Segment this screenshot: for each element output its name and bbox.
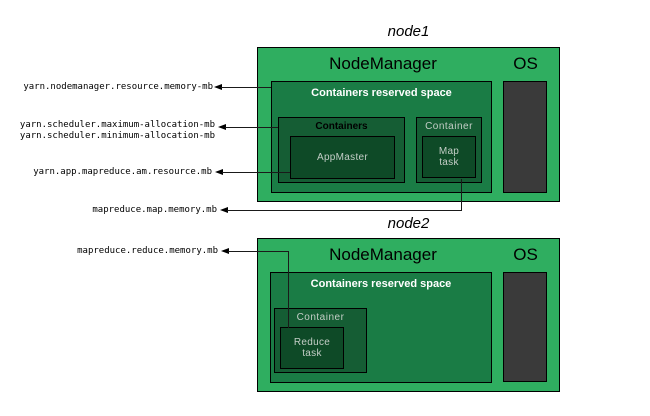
label-mapreduce-map-memory-mb: mapreduce.map.memory.mb: [92, 205, 217, 215]
label-yarn-scheduler-min-allocation-mb: yarn.scheduler.minimum-allocation-mb: [19, 131, 215, 141]
node1-appmaster-label: AppMaster: [316, 152, 369, 163]
node1-os-memory-rect: [503, 81, 547, 193]
node2-nodemanager-box: NodeManager OS Containers reserved space…: [257, 238, 560, 392]
node2-container-label: Container: [296, 312, 345, 323]
node2-reserved-space-label: Containers reserved space: [310, 278, 452, 290]
label-yarn-scheduler-max-allocation-mb: yarn.scheduler.maximum-allocation-mb: [19, 120, 215, 130]
node1-title: node1: [387, 23, 430, 40]
node1-containers-box: Containers AppMaster: [278, 117, 405, 183]
map-task-line1: Map: [438, 146, 460, 157]
node2-container-box: Container Reduce task: [274, 308, 367, 373]
node1-nodemanager-label: NodeManager: [329, 54, 437, 73]
node2-os-label: OS: [513, 245, 538, 264]
arrow-line-scheduler: [225, 127, 278, 128]
arrow-line-reduce-memory-h: [228, 251, 289, 252]
arrow-head-scheduler-icon: [218, 124, 226, 130]
label-mapreduce-reduce-memory-mb: mapreduce.reduce.memory.mb: [77, 246, 218, 256]
arrow-head-nm-memory-icon: [214, 84, 222, 90]
node1-appmaster-box: AppMaster: [290, 136, 395, 179]
arrow-line-map-memory-h: [227, 210, 462, 211]
node1-map-container-box: Container Map task: [416, 117, 482, 183]
node2-containers-reserved-space-box: Containers reserved space Container Redu…: [270, 272, 492, 383]
label-yarn-app-mapreduce-am-resource-mb: yarn.app.mapreduce.am.resource.mb: [33, 167, 212, 177]
arrow-line-nm-memory: [221, 87, 271, 88]
arrow-line-am-resource: [222, 172, 290, 173]
arrow-line-reduce-memory-v: [288, 252, 289, 328]
node1-container-label: Container: [425, 121, 473, 132]
node1-reserved-space-label: Containers reserved space: [311, 87, 452, 99]
node1-os-label: OS: [513, 54, 538, 73]
node1-containers-reserved-space-box: Containers reserved space Containers App…: [271, 81, 492, 193]
node2-title: node2: [387, 215, 430, 232]
node2-os-memory-rect: [503, 272, 547, 382]
node1-nodemanager-box: NodeManager OS Containers reserved space…: [257, 47, 560, 202]
label-yarn-nodemanager-resource-memory-mb: yarn.nodemanager.resource.memory-mb: [23, 82, 213, 92]
node2-reduce-task-box: Reduce task: [280, 327, 344, 369]
arrow-line-map-memory-v: [461, 179, 462, 211]
map-task-line2: task: [439, 157, 459, 168]
node1-map-task-box: Map task: [422, 136, 476, 178]
reduce-task-line1: Reduce: [293, 337, 331, 348]
arrow-head-am-resource-icon: [215, 169, 223, 175]
node2-nodemanager-label: NodeManager: [329, 245, 437, 264]
arrow-head-reduce-memory-icon: [221, 248, 229, 254]
node1-containers-label: Containers: [315, 121, 368, 132]
reduce-task-line2: task: [302, 348, 322, 359]
arrow-head-map-memory-icon: [220, 207, 228, 213]
